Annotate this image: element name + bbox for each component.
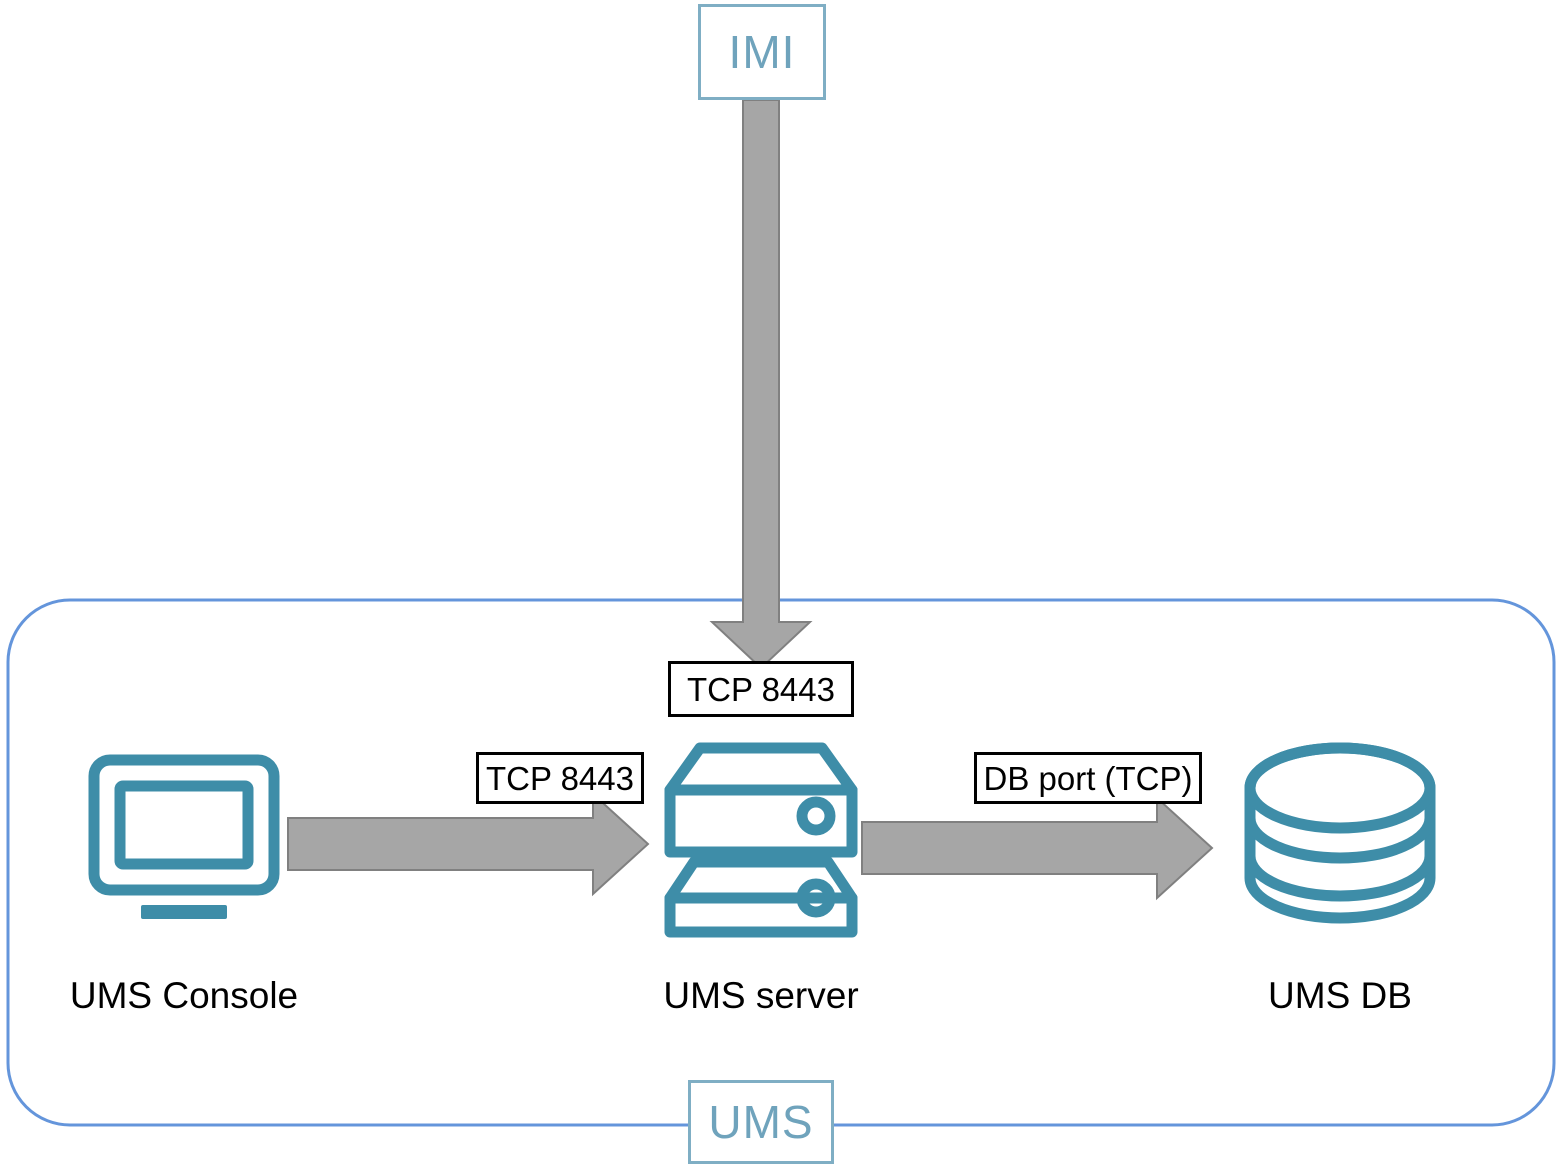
node-caption-ums-console: UMS Console [34, 977, 334, 1014]
arrow-console-to-server [287, 791, 650, 897]
port-label-server-to-db-text: DB port (TCP) [983, 759, 1193, 797]
port-label-console-to-server: TCP 8443 [476, 752, 644, 804]
server-stack-icon [664, 742, 858, 938]
arrow-server-to-db [861, 795, 1214, 901]
node-caption-ums-server-text: UMS server [663, 975, 859, 1016]
port-label-server-to-db: DB port (TCP) [974, 752, 1202, 804]
zone-tag-imi: IMI [698, 4, 826, 100]
node-caption-ums-console-text: UMS Console [69, 975, 299, 1016]
database-cylinder-icon [1244, 742, 1436, 924]
node-caption-ums-server: UMS server [611, 977, 911, 1014]
zone-tag-imi-label: IMI [728, 26, 796, 78]
node-caption-ums-db-text: UMS DB [1268, 975, 1412, 1016]
port-label-console-to-server-text: TCP 8443 [486, 759, 634, 797]
port-label-imi-to-server-text: TCP 8443 [687, 670, 835, 708]
node-caption-ums-db: UMS DB [1190, 977, 1490, 1014]
monitor-icon [88, 754, 280, 919]
port-label-imi-to-server: TCP 8443 [668, 661, 854, 717]
zone-tag-ums-label: UMS [708, 1096, 814, 1148]
zone-tag-ums: UMS [688, 1080, 834, 1164]
arrow-imi-to-server [709, 99, 813, 670]
